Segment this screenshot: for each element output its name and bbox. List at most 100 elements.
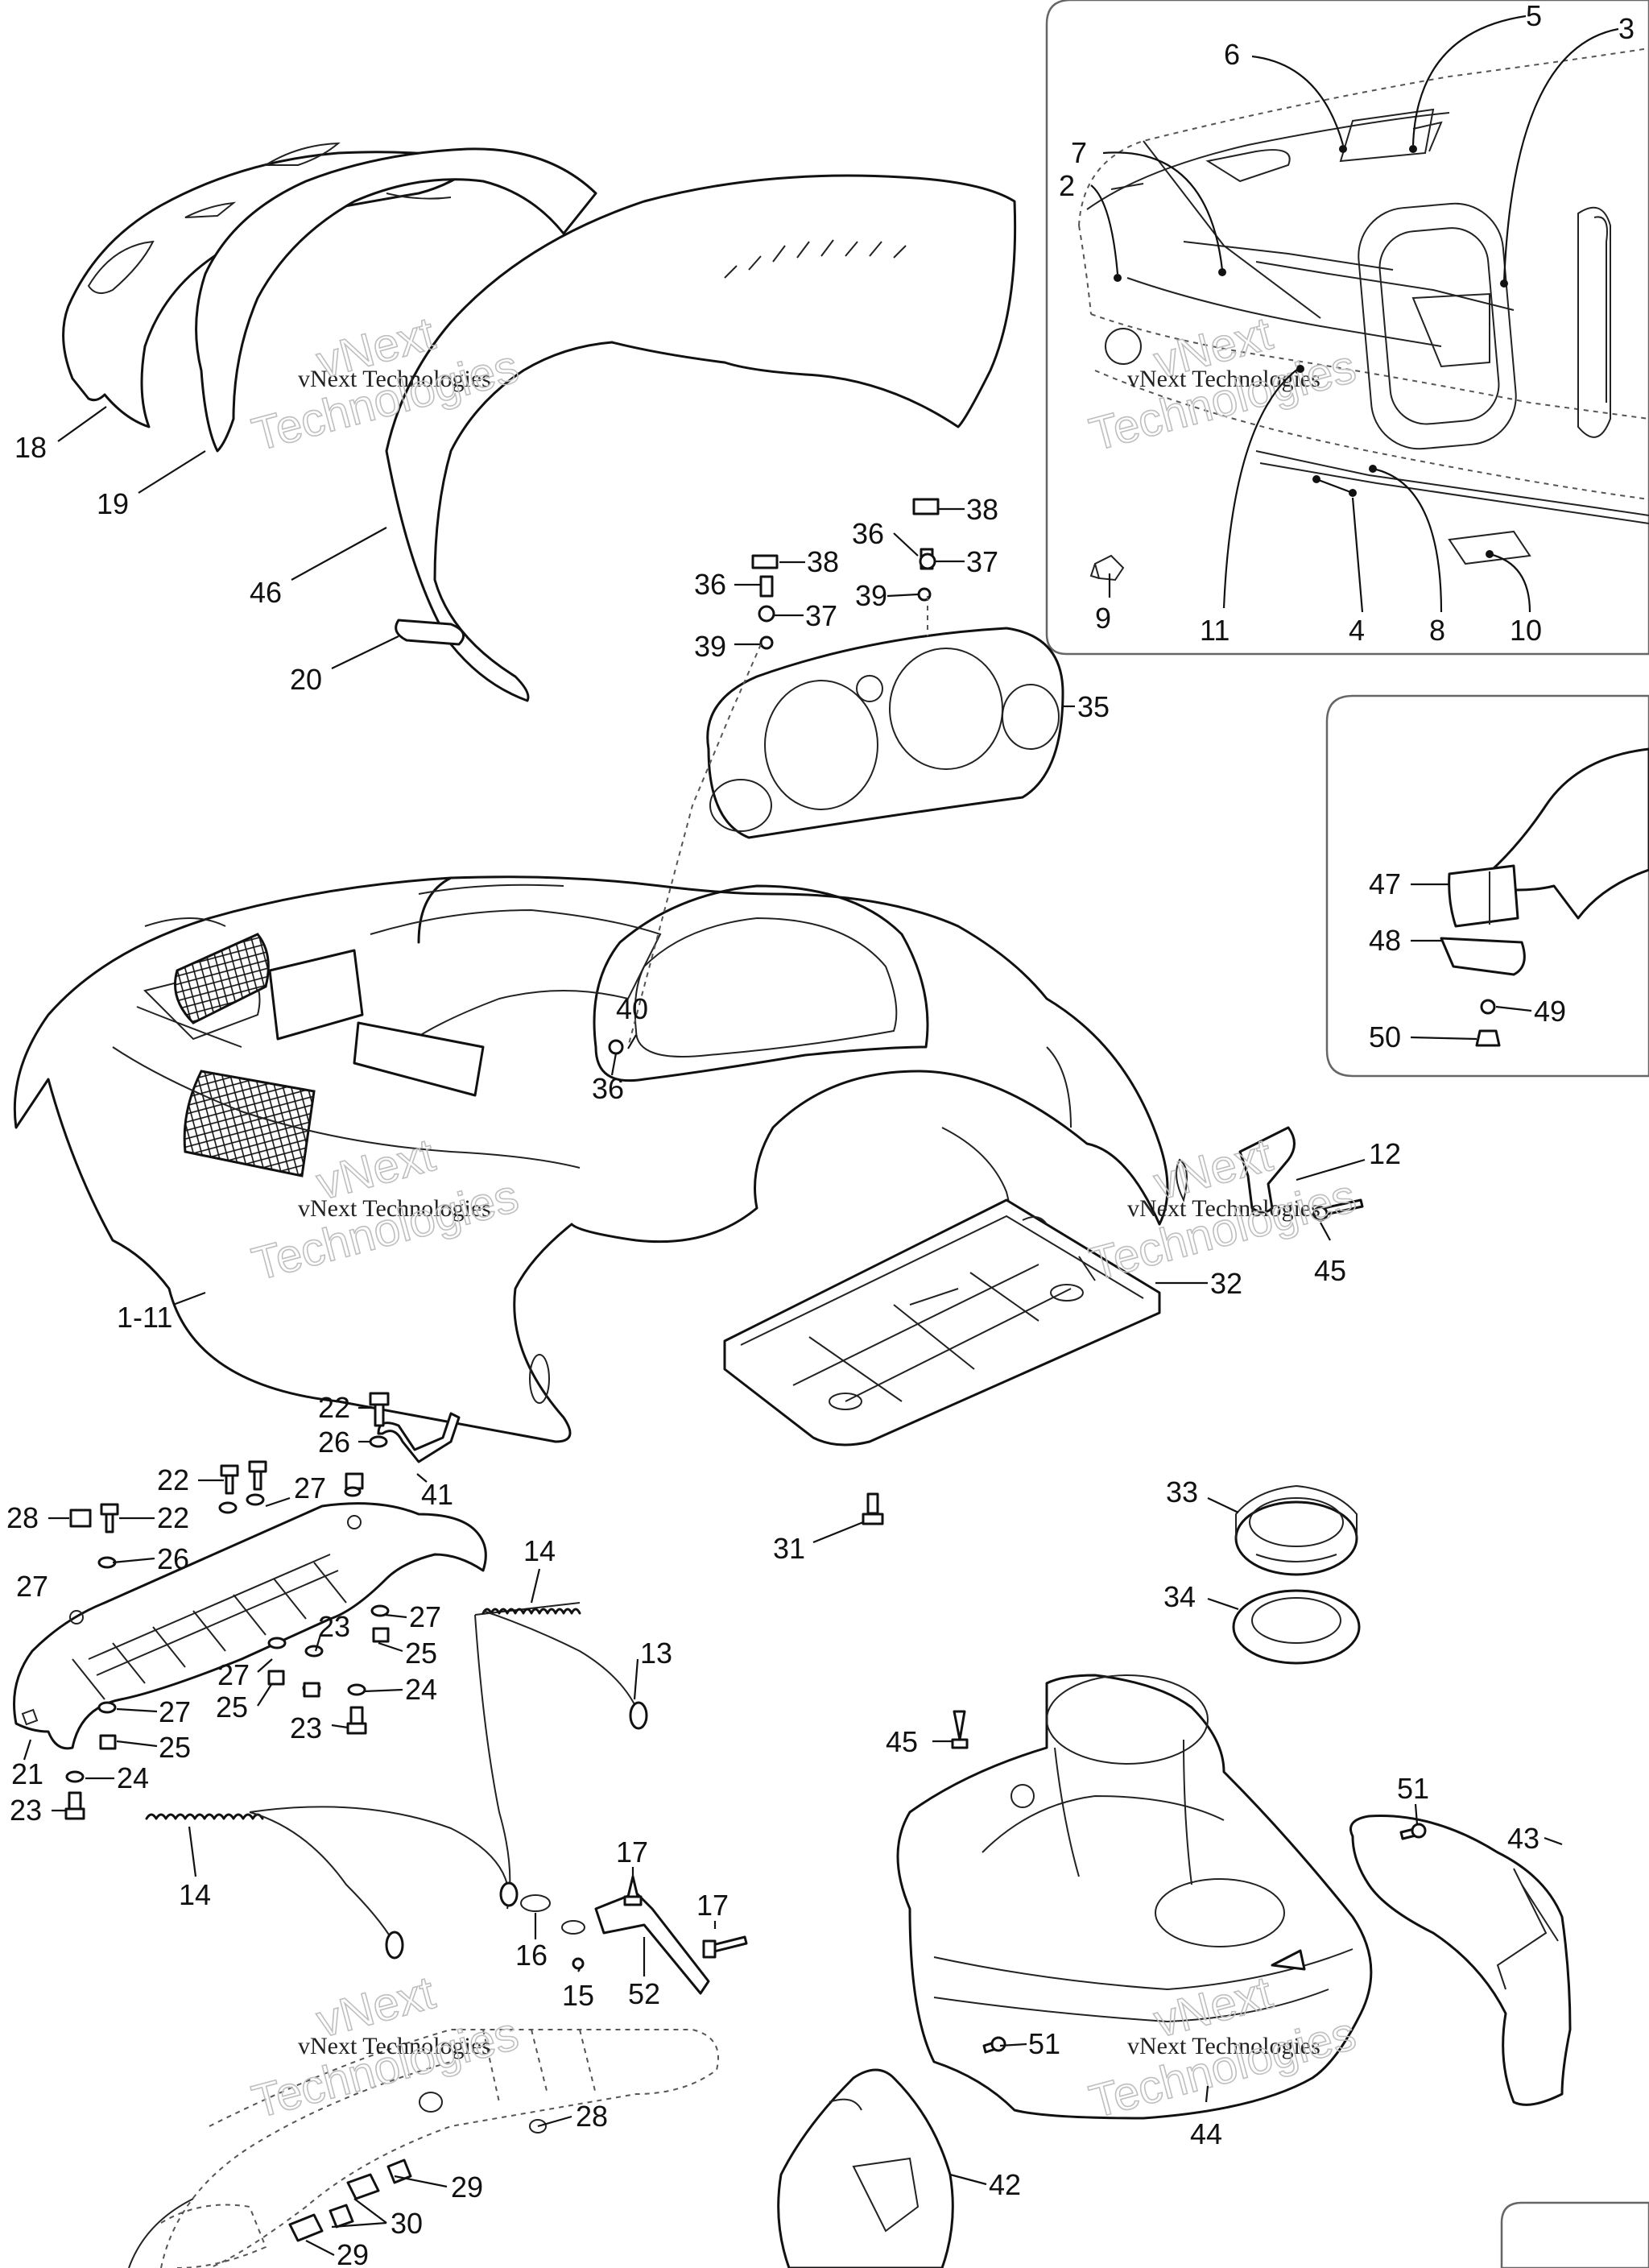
callout-46: 46 <box>250 576 282 609</box>
rivets-17 <box>623 1875 748 1959</box>
rivets-45-51 <box>951 1710 1427 2054</box>
callout-29-bottom: 29 <box>337 2238 369 2268</box>
callout-31: 31 <box>773 1532 805 1565</box>
callout-20: 20 <box>290 663 322 696</box>
callout-26-b: 26 <box>157 1542 189 1575</box>
callout-51-bottom: 51 <box>1028 2027 1060 2060</box>
decal-kit-drawing <box>1078 48 1649 581</box>
callout-17-left: 17 <box>616 1836 648 1869</box>
watermark-text: vNext Technologies <box>1127 366 1320 392</box>
callout-23-c: 23 <box>10 1794 42 1827</box>
callout-23-a: 23 <box>318 1610 350 1643</box>
side-panel-19 <box>195 147 597 453</box>
callout-26-a: 26 <box>318 1426 350 1459</box>
watermark-text: vNext Technologies <box>1127 2033 1320 2059</box>
callout-24-a: 24 <box>405 1673 437 1706</box>
trim-panel-46 <box>385 174 1017 702</box>
callout-1-11: 1-11 <box>117 1301 172 1334</box>
inset-frame-bottom-right <box>1500 2201 1649 2268</box>
callout-24-b: 24 <box>117 1761 149 1794</box>
watermark-text: vNext Technologies <box>1127 1195 1320 1222</box>
callout-50: 50 <box>1369 1020 1401 1053</box>
callout-39-right: 39 <box>855 579 887 612</box>
callout-41: 41 <box>421 1478 453 1511</box>
side-panel-42 <box>777 2068 954 2268</box>
callout-47: 47 <box>1369 867 1401 900</box>
callout-45-top: 45 <box>1314 1254 1346 1287</box>
latch-20 <box>395 619 465 646</box>
callout-8: 8 <box>1429 614 1445 647</box>
callout-34: 34 <box>1163 1580 1196 1613</box>
watermark-text: vNext Technologies <box>298 2033 491 2059</box>
callout-18: 18 <box>14 431 47 464</box>
callout-3: 3 <box>1618 12 1635 45</box>
callout-2: 2 <box>1059 169 1075 202</box>
callout-22-c: 22 <box>157 1501 189 1534</box>
spring-cable-upper <box>474 1602 648 1910</box>
ring-nut-33 <box>1234 1484 1358 1576</box>
callout-32: 32 <box>1210 1267 1242 1300</box>
screw-31 <box>862 1492 884 1525</box>
support-bracket-21 <box>13 1502 487 1750</box>
gasket-34 <box>1232 1589 1361 1665</box>
callout-13: 13 <box>640 1637 672 1670</box>
inset-frame-decals <box>1045 0 1649 656</box>
washer-15 <box>572 1957 585 1970</box>
callout-33: 33 <box>1166 1475 1198 1509</box>
callout-14-top: 14 <box>523 1534 556 1567</box>
callout-7: 7 <box>1071 136 1087 169</box>
callout-29-top: 29 <box>451 2171 483 2204</box>
callout-25-b: 25 <box>216 1691 248 1724</box>
callout-layer: 18 19 46 20 38 38 36 36 37 37 39 39 35 4… <box>6 0 1635 2268</box>
callout-36-left: 36 <box>694 568 726 601</box>
callout-17-right: 17 <box>696 1889 729 1922</box>
callout-19: 19 <box>97 487 129 520</box>
callout-27-e: 27 <box>159 1695 191 1728</box>
hood-assembly-1-11 <box>13 875 1188 1443</box>
watermark-5: vNext Technologies vNext Technologies <box>246 1966 524 2129</box>
callout-30: 30 <box>391 2207 423 2240</box>
tray-32 <box>723 1198 1161 1446</box>
callout-16: 16 <box>515 1939 548 1972</box>
callout-49: 49 <box>1534 995 1566 1028</box>
lower-console-44 <box>896 1674 1373 2120</box>
callout-15: 15 <box>562 1979 594 2012</box>
watermark-text: vNext Technologies <box>298 366 491 392</box>
callout-25-c: 25 <box>159 1731 191 1764</box>
spring-cable-lower <box>145 1806 519 1960</box>
callout-22-a: 22 <box>318 1391 350 1424</box>
callout-27-b: 27 <box>16 1570 48 1603</box>
callout-51-top: 51 <box>1397 1772 1429 1805</box>
callout-36-right: 36 <box>852 517 884 550</box>
callout-38-left: 38 <box>807 545 839 578</box>
callout-44: 44 <box>1190 2117 1222 2150</box>
callout-38-right: 38 <box>966 493 998 526</box>
bumper-assembly <box>128 2029 719 2268</box>
callout-6: 6 <box>1224 38 1240 71</box>
callout-12: 12 <box>1369 1137 1401 1170</box>
fasteners-21 <box>64 1392 390 1820</box>
callout-14-bottom: 14 <box>179 1878 211 1911</box>
callout-25-a: 25 <box>405 1637 437 1670</box>
callout-39-left: 39 <box>694 630 726 663</box>
callout-21: 21 <box>11 1757 43 1790</box>
gauge-bezel-35 <box>706 627 1064 839</box>
watermark-text: vNext Technologies <box>298 1195 491 1222</box>
callout-10: 10 <box>1510 614 1542 647</box>
bracket-52 <box>594 1891 710 1995</box>
callout-9: 9 <box>1095 602 1111 635</box>
callout-36-hood: 36 <box>592 1072 624 1105</box>
callout-5: 5 <box>1526 0 1542 32</box>
callout-48: 48 <box>1369 924 1401 957</box>
callout-27-d: 27 <box>217 1658 250 1691</box>
callout-28-b: 28 <box>576 2100 608 2133</box>
callout-37-left: 37 <box>805 599 837 632</box>
bracket-12 <box>1238 1126 1296 1214</box>
callout-4: 4 <box>1349 614 1365 647</box>
rivet-45-top <box>1312 1198 1364 1222</box>
callout-22-b: 22 <box>157 1463 189 1496</box>
callout-45-bottom: 45 <box>886 1725 918 1758</box>
callout-37-right: 37 <box>966 545 998 578</box>
callout-28-a: 28 <box>6 1501 39 1534</box>
